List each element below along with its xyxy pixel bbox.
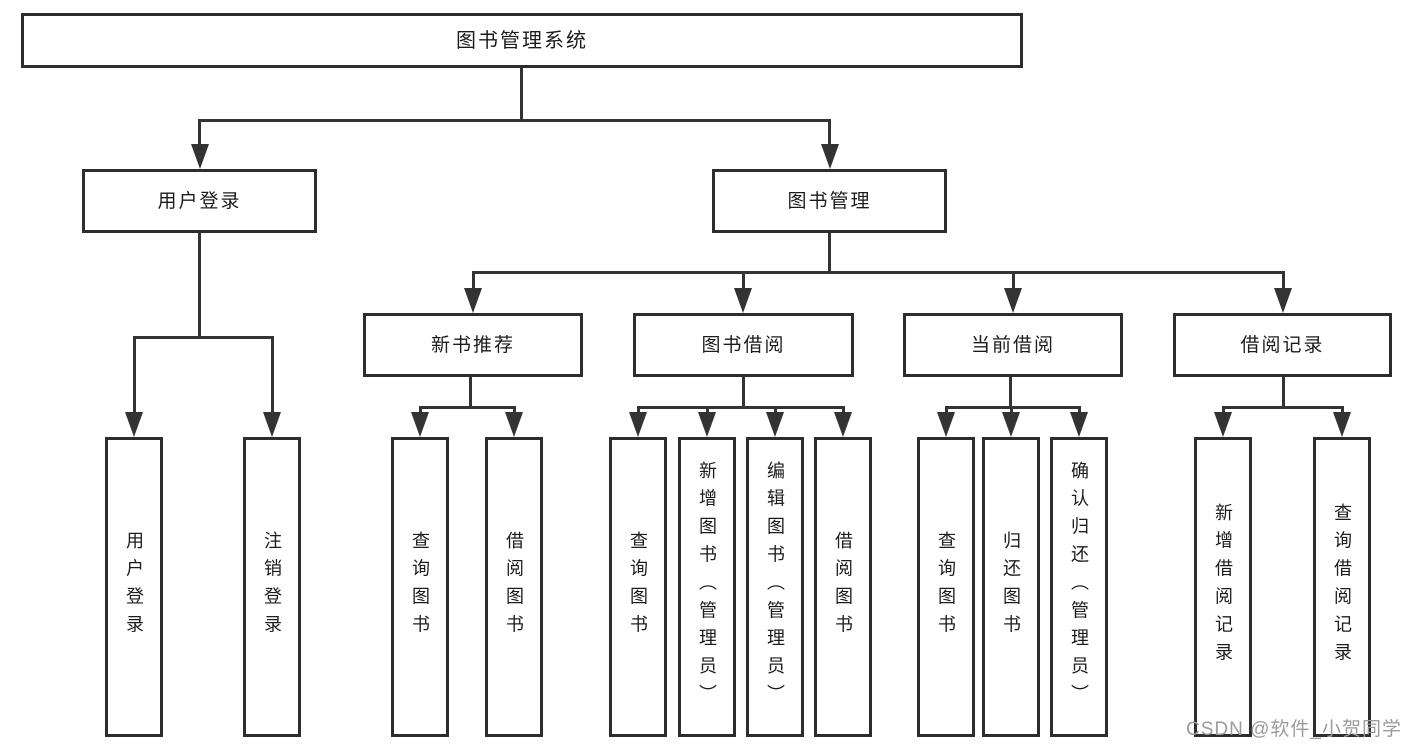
connector-line <box>1012 271 1015 290</box>
arrowhead-down-icon <box>834 412 852 437</box>
connector-line <box>1222 406 1225 416</box>
node-label: 归还图书 <box>1001 531 1021 643</box>
leaf-confirm-return-admin: 确认归还（管理员） <box>1050 437 1108 737</box>
leaf-add-books-admin: 新增图书（管理员） <box>678 437 736 737</box>
node-book-borrow: 图书借阅 <box>633 313 854 377</box>
arrowhead-down-icon <box>1274 288 1292 313</box>
connector-line <box>133 336 273 339</box>
connector-line <box>1282 377 1285 408</box>
node-label: 用户登录 <box>124 531 144 643</box>
connector-line <box>472 271 475 290</box>
connector-line <box>828 119 831 146</box>
node-book-management: 图书管理 <box>712 169 947 233</box>
connector-line <box>706 406 709 416</box>
connector-line <box>774 406 777 416</box>
arrowhead-down-icon <box>191 144 209 169</box>
connector-line <box>419 406 515 409</box>
leaf-add-borrow-record: 新增借阅记录 <box>1194 437 1252 737</box>
connector-line <box>513 406 516 416</box>
arrowhead-down-icon <box>1002 412 1020 437</box>
arrowhead-down-icon <box>698 412 716 437</box>
node-label: 当前借阅 <box>970 334 1055 356</box>
node-label: 借阅图书 <box>833 531 853 643</box>
connector-line <box>419 406 422 416</box>
arrowhead-down-icon <box>1214 412 1232 437</box>
csdn-watermark: CSDN @软件_小贺同学 <box>1186 719 1402 740</box>
node-label: 注销登录 <box>262 531 282 643</box>
leaf-edit-books-admin: 编辑图书（管理员） <box>746 437 804 737</box>
leaf-return-books: 归还图书 <box>982 437 1040 737</box>
node-label: 图书管理系统 <box>456 29 588 52</box>
arrowhead-down-icon <box>1004 288 1022 313</box>
connector-line <box>742 271 745 290</box>
connector-line <box>469 377 472 408</box>
node-label: 借阅图书 <box>504 531 524 643</box>
arrowhead-down-icon <box>937 412 955 437</box>
node-borrow-records: 借阅记录 <box>1173 313 1392 377</box>
node-label: 新书推荐 <box>430 334 515 356</box>
leaf-query-books-recommend: 查询图书 <box>391 437 449 737</box>
leaf-user-login: 用户登录 <box>105 437 163 737</box>
leaf-query-borrow-record: 查询借阅记录 <box>1313 437 1371 737</box>
arrowhead-down-icon <box>766 412 784 437</box>
node-label: 查询借阅记录 <box>1332 503 1352 671</box>
node-label: 查询图书 <box>628 531 648 643</box>
connector-line <box>637 406 844 409</box>
node-label: 编辑图书（管理员） <box>765 461 785 713</box>
arrowhead-down-icon <box>411 412 429 437</box>
connector-line <box>198 119 831 122</box>
connector-line <box>842 406 845 416</box>
node-user-login: 用户登录 <box>82 169 317 233</box>
arrowhead-down-icon <box>464 288 482 313</box>
arrowhead-down-icon <box>125 412 143 437</box>
connector-line <box>520 68 523 121</box>
node-new-book-recommend: 新书推荐 <box>363 313 583 377</box>
node-label: 借阅记录 <box>1240 334 1325 356</box>
arrowhead-down-icon <box>1333 412 1351 437</box>
arrowhead-down-icon <box>1070 412 1088 437</box>
arrowhead-down-icon <box>629 412 647 437</box>
connector-line <box>133 336 136 414</box>
arrowhead-down-icon <box>263 412 281 437</box>
leaf-logout: 注销登录 <box>243 437 301 737</box>
node-label: 图书管理 <box>787 190 872 212</box>
connector-line <box>742 377 745 408</box>
connector-line <box>198 119 201 146</box>
node-label: 确认归还（管理员） <box>1069 461 1089 713</box>
connector-line <box>1282 271 1285 290</box>
leaf-query-books-current: 查询图书 <box>917 437 975 737</box>
connector-line <box>945 406 1081 409</box>
leaf-borrow-books: 借阅图书 <box>814 437 872 737</box>
arrowhead-down-icon <box>734 288 752 313</box>
node-label: 图书借阅 <box>701 334 786 356</box>
connector-line <box>1010 406 1013 416</box>
connector-line <box>828 233 831 274</box>
connector-line <box>271 336 274 414</box>
connector-line <box>472 271 1285 274</box>
node-label: 用户登录 <box>157 190 242 212</box>
connector-line <box>1222 406 1344 409</box>
node-label: 新增图书（管理员） <box>697 461 717 713</box>
connector-line <box>637 406 640 416</box>
connector-line <box>1009 377 1012 408</box>
node-label: 查询图书 <box>410 531 430 643</box>
connector-line <box>1341 406 1344 416</box>
leaf-query-books-borrow: 查询图书 <box>609 437 667 737</box>
connector-line <box>945 406 948 416</box>
arrowhead-down-icon <box>505 412 523 437</box>
connector-line <box>198 233 201 338</box>
arrowhead-down-icon <box>821 144 839 169</box>
node-root-library-system: 图书管理系统 <box>21 13 1023 68</box>
connector-line <box>1078 406 1081 416</box>
node-label: 查询图书 <box>936 531 956 643</box>
node-current-borrow: 当前借阅 <box>903 313 1123 377</box>
leaf-borrow-books-recommend: 借阅图书 <box>485 437 543 737</box>
node-label: 新增借阅记录 <box>1213 503 1233 671</box>
